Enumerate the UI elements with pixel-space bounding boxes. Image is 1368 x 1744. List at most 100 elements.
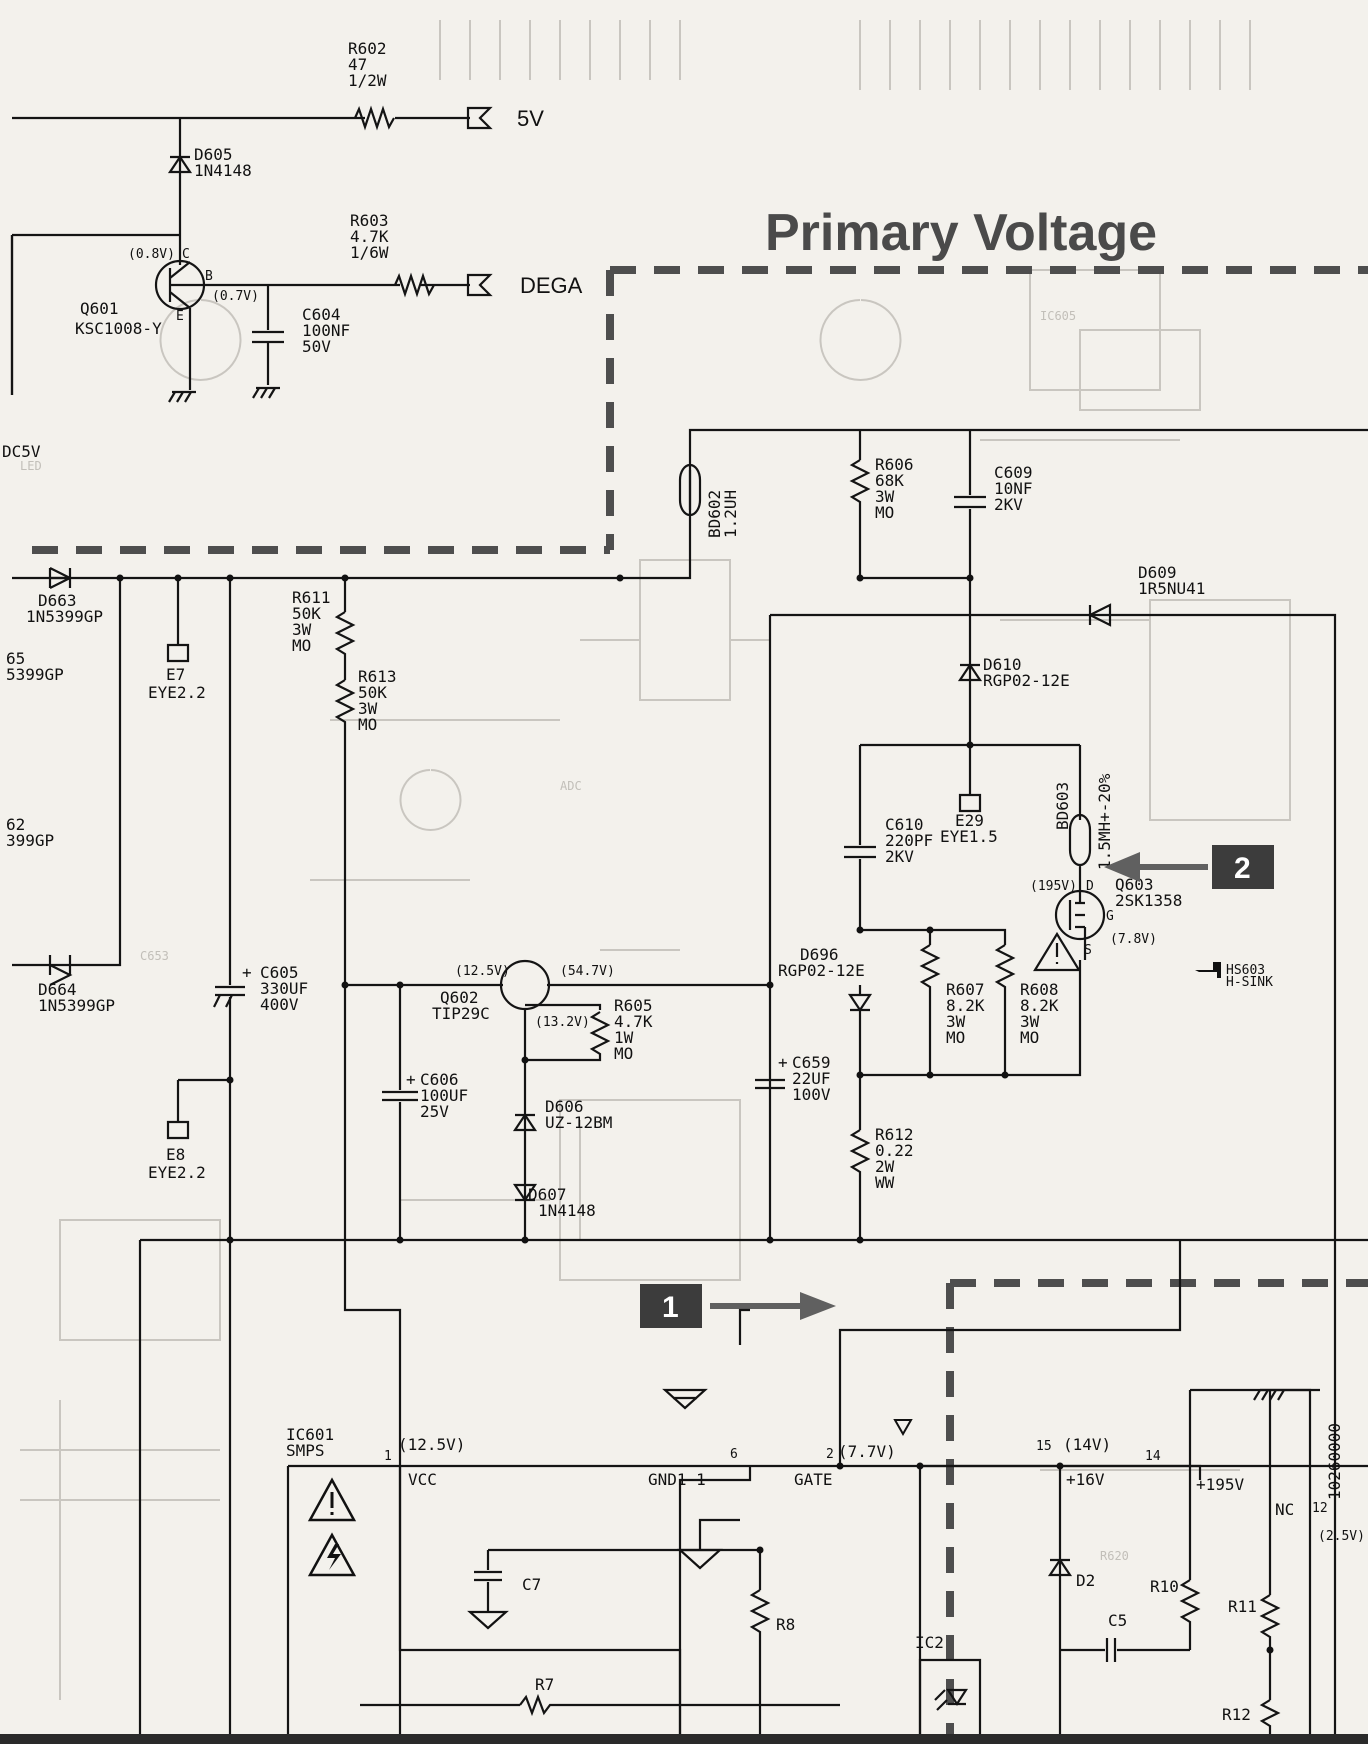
svg-text:R620: R620 [1100,1549,1129,1563]
svg-text:1N5399GP: 1N5399GP [38,996,115,1015]
ic-pin-14: 14 [1145,1449,1161,1464]
svg-text:C605: C605 [260,963,299,982]
svg-text:330UF: 330UF [260,979,308,998]
svg-text:2KV: 2KV [885,847,914,866]
d662-label: 62 399GP [6,815,54,850]
ground-icon [677,1548,723,1570]
svg-text:R613: R613 [358,667,397,686]
svg-text:1N4148: 1N4148 [538,1201,596,1220]
pin-letter-c: C [182,247,190,262]
svg-text:+: + [778,1053,788,1072]
svg-text:D610: D610 [983,655,1022,674]
c606-label: + C606 100UF 25V [406,1070,468,1121]
d607-label: D607 1N4148 [528,1185,596,1220]
e8-label: E8 EYE2.2 [148,1145,206,1182]
ic-part-code: 10260000 [1325,1423,1344,1500]
svg-text:3W: 3W [292,620,312,639]
svg-text:D606: D606 [545,1097,584,1116]
c659-label: + C659 22UF 100V [778,1053,831,1104]
svg-text:65: 65 [6,649,25,668]
e29-label: E29 EYE1.5 [940,811,998,846]
svg-text:MO: MO [358,715,377,734]
ic-nc-voltage: (2.5V) [1318,1529,1365,1544]
dc5v-label: DC5V [2,442,41,461]
svg-text:D664: D664 [38,980,77,999]
bd603-label: BD603 1.5MH+-20% [1053,773,1114,870]
svg-text:D605: D605 [194,145,233,164]
ic-vcc-label: VCC [408,1470,437,1489]
heatsink-icon [1195,962,1221,978]
ic-gnd-label: GND1-1 [648,1470,706,1489]
primary-switch: (195V) (7.8V) D G S R606 68K 3W MO C609 … [755,430,1337,1744]
svg-text:R611: R611 [292,588,331,607]
svg-text:2: 2 [1234,852,1251,885]
ic-pin-2: 2 [826,1447,834,1462]
page-title: Primary Voltage [765,204,1157,262]
svg-text:1W: 1W [614,1028,634,1047]
c604-label: C604 100NF 50V [302,305,350,356]
output-dega-terminal [466,273,493,297]
svg-text:H-SINK: H-SINK [1226,975,1273,990]
svg-text:D696: D696 [800,945,839,964]
svg-text:UZ-12BM: UZ-12BM [545,1113,612,1132]
page-edge-shadow [0,1734,1368,1744]
c7-label: C7 [522,1575,541,1594]
ic-195v-label: +195V [1196,1475,1245,1494]
d663-label: D663 1N5399GP [26,591,103,626]
svg-text:8.2K: 8.2K [946,996,985,1015]
d605-label: D605 1N4148 [194,145,252,180]
pin-letter-e: E [176,309,184,324]
svg-text:R606: R606 [875,455,914,474]
c609-label: C609 10NF 2KV [994,463,1033,514]
e7-label: E7 EYE2.2 [148,665,206,702]
svg-text:2SK1358: 2SK1358 [1115,891,1182,910]
primary-region-boundary [32,266,1368,1744]
r11-label: R11 [1228,1597,1257,1616]
ic-pin-6: 6 [730,1447,738,1462]
svg-text:22UF: 22UF [792,1069,831,1088]
q601-label: Q601 KSC1008-Y [75,299,162,338]
svg-text:R605: R605 [614,996,653,1015]
svg-text:D607: D607 [528,1185,567,1204]
q601-collector-voltage: (0.8V) [128,247,175,262]
svg-text:10NF: 10NF [994,479,1033,498]
svg-text:LED: LED [20,459,42,473]
r611-label: R611 50K 3W MO [292,588,331,655]
background-ghost-traces: LED IC605 ADC C653 R620 [20,20,1291,1700]
ground-icon [467,1610,509,1630]
svg-text:R612: R612 [875,1125,914,1144]
svg-text:BD602: BD602 [705,490,724,538]
input-rectifier: D663 1N5399GP 65 5399GP 62 399GP E7 EYE2… [6,235,1368,1744]
ic601-smps: IC601 SMPS 1 (12.5V) VCC 6 GND1-1 2 (7.7… [286,1240,1368,1744]
svg-text:R603: R603 [350,211,389,230]
ic-pin1-voltage: (12.5V) [398,1435,465,1454]
svg-text:62: 62 [6,815,25,834]
ic-pin-15: 15 [1036,1439,1052,1454]
svg-text:WW: WW [875,1173,895,1192]
svg-text:1: 1 [662,1291,679,1324]
svg-text:2W: 2W [875,1157,895,1176]
r607-label: R607 8.2K 3W MO [946,980,985,1047]
r613-label: R613 50K 3W MO [358,667,397,734]
ic-nc-label: NC [1275,1500,1294,1519]
output-dega-label: DEGA [520,273,583,298]
q601-circuit: 5V DEGA C B E (0.8V) (0.7V) DC5V R602 47… [2,39,583,461]
svg-text:Q601: Q601 [80,299,119,318]
svg-text:E29: E29 [955,811,984,830]
c605-label: + C605 330UF 400V [242,963,308,1014]
svg-text:C659: C659 [792,1053,831,1072]
d664-label: D664 1N5399GP [38,980,115,1015]
c5-label: C5 [1108,1611,1127,1630]
pin-letter-g: G [1106,909,1114,924]
svg-text:C653: C653 [140,949,169,963]
svg-text:3W: 3W [1020,1012,1040,1031]
svg-text:4.7K: 4.7K [350,227,389,246]
svg-text:E8: E8 [166,1145,185,1164]
svg-text:C604: C604 [302,305,341,324]
svg-text:47: 47 [348,55,367,74]
svg-text:1R5NU41: 1R5NU41 [1138,579,1205,598]
r612-label: R612 0.22 2W WW [875,1125,914,1192]
ic601-label: IC601 SMPS [286,1425,334,1460]
svg-text:25V: 25V [420,1102,449,1121]
